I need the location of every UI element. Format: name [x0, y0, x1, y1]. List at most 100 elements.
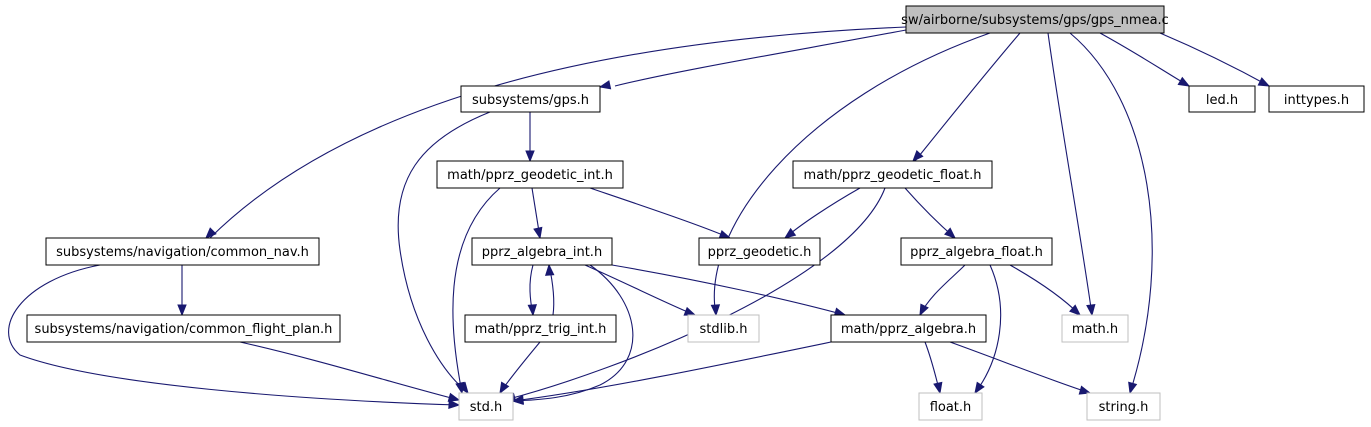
edge-commonnav-to-commonflightplan-arrowhead	[177, 304, 187, 317]
edge-gps-to-std-line	[397, 111, 491, 394]
node-math-h[interactable]: math.h	[1061, 314, 1129, 343]
edge-geodeticfloat-to-algebrafloat-line	[904, 187, 956, 239]
node-pprz-algebra-int-h[interactable]: pprz_algebra_int.h	[471, 237, 613, 266]
node-common-flight-plan-h[interactable]: subsystems/navigation/common_flight_plan…	[26, 314, 341, 343]
edge-trigint-to-algebraint-arrowhead	[544, 263, 555, 276]
edge-geodeticint-to-algebraint	[531, 187, 543, 240]
node-label: subsystems/navigation/common_flight_plan…	[35, 322, 333, 337]
edge-algebrafloat-to-algebra	[919, 264, 966, 317]
edge-gpsnmea-to-commonnav-arrowhead	[205, 227, 217, 239]
edge-gpsnmea-to-string	[1069, 32, 1153, 395]
edge-geodeticint-to-std	[452, 187, 501, 395]
edge-gpsnmea-to-led	[1099, 32, 1191, 87]
node-inttypes-h[interactable]: inttypes.h	[1268, 85, 1365, 113]
edge-gpsnmea-to-inttypes	[1159, 32, 1271, 87]
node-label: std.h	[470, 400, 503, 415]
edge-geodeticfloat-to-geodetic	[783, 187, 861, 239]
edge-gpsnmea-to-stdlib-arrowhead	[710, 304, 721, 317]
edge-gpsnmea-to-math-arrowhead	[1086, 304, 1096, 317]
node-label: stdlib.h	[700, 322, 748, 337]
node-gps-nmea-c[interactable]: sw/airborne/subsystems/gps/gps_nmea.c	[901, 5, 1169, 34]
node-label: led.h	[1206, 93, 1238, 108]
edge-geodeticint-to-geodetic-arrowhead	[718, 230, 732, 239]
node-pprz-geodetic-float-h[interactable]: math/pprz_geodetic_float.h	[792, 160, 993, 189]
node-label: string.h	[1099, 400, 1149, 415]
node-pprz-algebra-h[interactable]: math/pprz_algebra.h	[830, 314, 987, 343]
node-label: sw/airborne/subsystems/gps/gps_nmea.c	[901, 13, 1169, 28]
edge-gpsnmea-to-math-line	[1047, 32, 1093, 316]
node-stdlib-h[interactable]: stdlib.h	[687, 314, 760, 343]
edge-gps-to-geodeticint-arrowhead	[525, 150, 535, 163]
edge-algebraint-to-stdlib-arrowhead	[683, 306, 697, 316]
node-label: float.h	[930, 400, 972, 415]
node-string-h[interactable]: string.h	[1086, 392, 1161, 421]
edge-geodeticfloat-to-geodetic-arrowhead	[783, 227, 797, 239]
edge-geodeticint-to-algebraint-arrowhead	[533, 226, 543, 240]
edge-algebra-to-std	[511, 341, 832, 405]
edge-gpsnmea-to-commonnav-line	[209, 26, 907, 239]
node-subsystems-gps-h[interactable]: subsystems/gps.h	[460, 85, 601, 113]
edge-gpsnmea-to-inttypes-arrowhead	[1257, 77, 1271, 87]
edge-algebrafloat-to-algebra-arrowhead	[919, 303, 929, 317]
node-pprz-trig-int-h[interactable]: math/pprz_trig_int.h	[464, 314, 617, 343]
edge-gps-to-geodeticint	[525, 112, 535, 163]
node-pprz-algebra-float-h[interactable]: pprz_algebra_float.h	[900, 237, 1053, 266]
edge-gpsnmea-to-gps-line	[614, 29, 907, 87]
edge-algebrafloat-to-float	[974, 264, 1002, 395]
edge-algebrafloat-to-math	[1009, 264, 1082, 316]
edge-geodeticint-to-std-arrowhead	[455, 381, 465, 395]
edge-geodeticint-to-geodetic-line	[589, 187, 731, 239]
edge-trigint-to-std-arrowhead	[499, 381, 510, 395]
edge-geodeticfloat-to-geodetic-line	[784, 187, 861, 239]
node-pprz-geodetic-int-h[interactable]: math/pprz_geodetic_int.h	[436, 160, 624, 189]
edge-gpsnmea-to-inttypes-line	[1159, 32, 1270, 87]
edge-gpsnmea-to-string-line	[1069, 32, 1153, 394]
edge-gpsnmea-to-stdlib	[710, 32, 991, 317]
edge-geodeticfloat-to-std-line	[504, 187, 886, 401]
node-float-h[interactable]: float.h	[918, 392, 983, 421]
node-label: pprz_geodetic.h	[708, 245, 812, 260]
edge-algebra-to-float-arrowhead	[933, 381, 943, 395]
node-label: math/pprz_geodetic_int.h	[447, 168, 613, 183]
edge-algebra-to-string-line	[949, 341, 1091, 394]
node-label: math/pprz_algebra.h	[841, 322, 976, 337]
edge-algebrafloat-to-float-line	[974, 264, 1002, 394]
graph-edges	[8, 26, 1271, 410]
edge-gpsnmea-to-gps	[598, 29, 907, 90]
node-label: math/pprz_trig_int.h	[475, 322, 607, 337]
edge-algebraint-to-trigint	[527, 264, 538, 317]
node-label: pprz_algebra_float.h	[910, 245, 1043, 260]
edge-algebrafloat-to-math-line	[1009, 264, 1081, 316]
node-pprz-geodetic-h[interactable]: pprz_geodetic.h	[698, 237, 821, 266]
node-label: inttypes.h	[1284, 93, 1349, 108]
edge-algebra-to-string	[949, 341, 1092, 395]
edge-trigint-to-std	[499, 341, 541, 395]
node-label: math.h	[1072, 322, 1118, 337]
edge-commonnav-to-std	[8, 264, 461, 410]
node-std-h[interactable]: std.h	[458, 392, 514, 421]
edge-commonnav-to-std-arrowhead	[448, 399, 461, 410]
edge-commonflightplan-to-std	[239, 341, 461, 402]
edge-algebra-to-float	[924, 341, 943, 395]
edge-geodeticint-to-geodetic	[589, 187, 732, 239]
edge-algebraint-to-stdlib	[584, 264, 697, 316]
edge-algebra-to-std-arrowhead	[511, 394, 524, 405]
edge-gpsnmea-to-stdlib-line	[713, 32, 991, 316]
edge-trigint-to-algebraint	[544, 263, 555, 316]
edge-gpsnmea-to-gps-arrowhead	[598, 80, 612, 90]
edge-commonflightplan-to-std-line	[239, 341, 460, 401]
node-common-nav-h[interactable]: subsystems/navigation/common_nav.h	[45, 237, 320, 266]
edge-algebraint-to-algebra	[611, 264, 847, 317]
edge-gpsnmea-to-math	[1047, 32, 1096, 317]
edge-algebraint-to-std-line	[512, 264, 634, 402]
edge-commonnav-to-std-line	[8, 264, 460, 406]
node-label: math/pprz_geodetic_float.h	[804, 168, 982, 183]
edge-algebraint-to-stdlib-line	[584, 264, 696, 316]
edge-gpsnmea-to-geodeticfloat	[912, 32, 1021, 162]
edge-geodeticfloat-to-algebrafloat-arrowhead	[944, 227, 957, 239]
edge-geodeticint-to-std-line	[452, 187, 501, 394]
edge-algebra-to-std-line	[512, 341, 832, 402]
edge-gpsnmea-to-geodeticfloat-line	[914, 32, 1021, 162]
node-led-h[interactable]: led.h	[1188, 85, 1256, 113]
